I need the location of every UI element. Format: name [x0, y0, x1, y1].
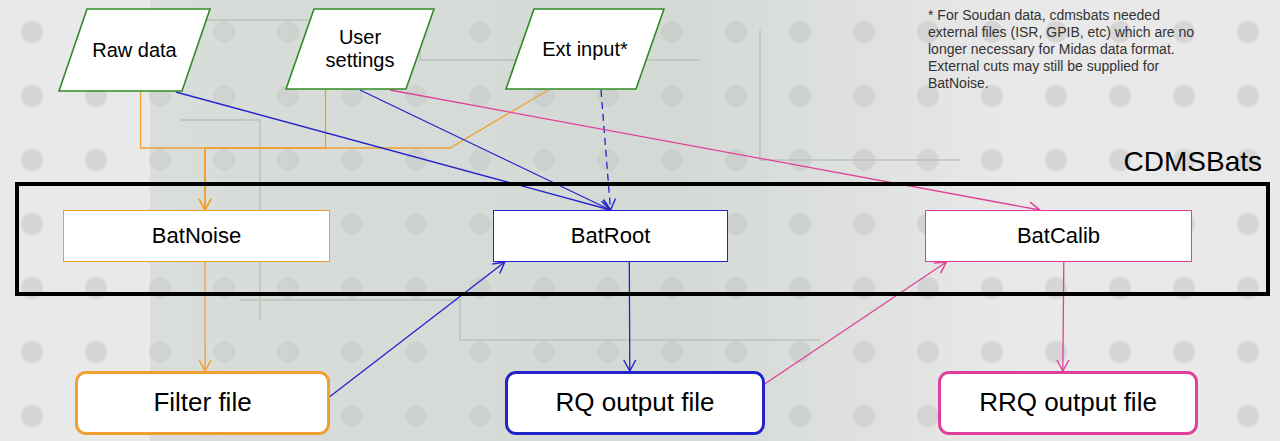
- node-label: RQ output file: [556, 388, 715, 418]
- output-file-box: RQ output file: [505, 371, 765, 435]
- node-label: Raw data: [92, 39, 177, 62]
- process-box: BatCalib: [925, 210, 1192, 262]
- parallelogram-shape: [286, 9, 434, 89]
- connector: [204, 262, 205, 371]
- input-parallelogram: User settings: [285, 8, 435, 90]
- input-parallelogram: Raw data: [58, 8, 211, 92]
- connector: [176, 92, 611, 210]
- group-heading: CDMSBats: [1124, 146, 1262, 178]
- input-parallelogram: Ext input*: [505, 8, 665, 90]
- footnote: * For Soudan data, cdmsbats needed exter…: [928, 7, 1210, 92]
- connector: [141, 92, 205, 210]
- output-file-box: Filter file: [75, 371, 330, 435]
- node-label: User settings: [319, 26, 401, 72]
- connector: [765, 262, 946, 384]
- node-label: BatRoot: [571, 223, 651, 248]
- node-label: Ext input*: [542, 38, 628, 61]
- node-label: BatNoise: [152, 223, 241, 248]
- node-label: BatCalib: [1017, 223, 1100, 248]
- connector: [1063, 262, 1064, 371]
- connector: [330, 262, 505, 397]
- output-file-box: RRQ output file: [938, 371, 1198, 435]
- process-box: BatRoot: [493, 210, 728, 262]
- parallelogram-shape: [59, 9, 210, 91]
- connector: [205, 90, 548, 210]
- node-label: RRQ output file: [979, 388, 1157, 418]
- connector: [205, 90, 326, 210]
- process-box: BatNoise: [63, 210, 330, 262]
- node-label: Filter file: [153, 388, 251, 418]
- connector: [629, 262, 631, 371]
- connector: [601, 90, 611, 210]
- parallelogram-shape: [506, 9, 664, 89]
- connector: [390, 90, 1040, 210]
- program-group: CDMSBatsBatNoiseBatRootBatCalib: [15, 182, 1270, 296]
